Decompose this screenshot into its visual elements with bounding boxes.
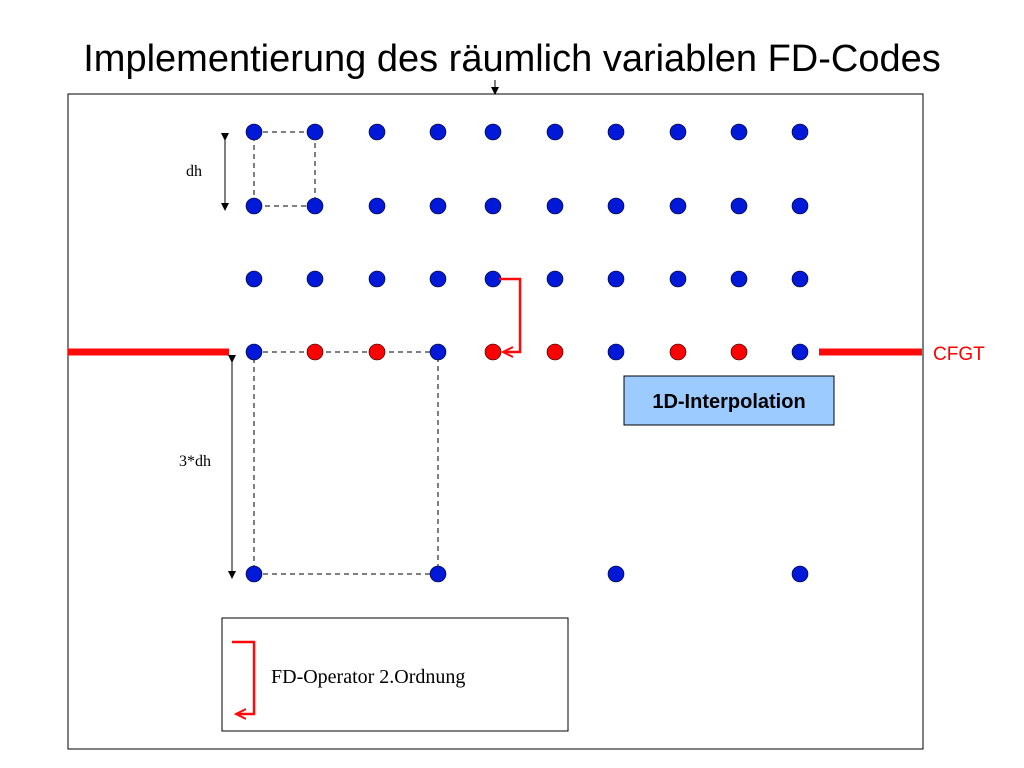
cfgt-label: CFGT xyxy=(933,344,985,365)
page-title: Implementierung des räumlich variablen F… xyxy=(83,38,941,80)
red-node-r4-c9 xyxy=(730,343,748,361)
blue-node-r1-c2 xyxy=(306,123,324,141)
blue-node-r2-c10 xyxy=(791,197,809,215)
red-node-r4-c6 xyxy=(546,343,564,361)
node-grid xyxy=(245,123,809,583)
fd-operator-arrow xyxy=(499,277,522,352)
blue-node-r5-c4 xyxy=(429,565,447,583)
blue-node-r1-c5 xyxy=(484,123,502,141)
blue-node-r3-c1 xyxy=(245,270,263,288)
dashed-cell-dh xyxy=(253,131,316,207)
blue-node-r1-c1 xyxy=(245,123,263,141)
blue-node-r1-c4 xyxy=(429,123,447,141)
blue-node-r2-c2 xyxy=(306,197,324,215)
legend-fd-operator-icon xyxy=(232,640,256,714)
blue-node-r3-c10 xyxy=(791,270,809,288)
blue-node-r4-c1 xyxy=(245,343,263,361)
blue-node-r2-c9 xyxy=(730,197,748,215)
red-node-r4-c8 xyxy=(669,343,687,361)
blue-node-r3-c2 xyxy=(306,270,324,288)
blue-node-r2-c8 xyxy=(669,197,687,215)
blue-node-r1-c6 xyxy=(546,123,564,141)
blue-node-r5-c1 xyxy=(245,565,263,583)
blue-node-r1-c8 xyxy=(669,123,687,141)
blue-node-r3-c4 xyxy=(429,270,447,288)
blue-node-r3-c5 xyxy=(484,270,502,288)
blue-node-r2-c5 xyxy=(484,197,502,215)
blue-node-r3-c3 xyxy=(368,270,386,288)
blue-node-r1-c7 xyxy=(607,123,625,141)
legend-label: FD-Operator 2.Ordnung xyxy=(271,666,465,688)
blue-node-r3-c9 xyxy=(730,270,748,288)
blue-node-r4-c7 xyxy=(607,343,625,361)
blue-node-r1-c9 xyxy=(730,123,748,141)
dashed-cell-3dh xyxy=(253,351,439,575)
red-node-r4-c5 xyxy=(484,343,502,361)
blue-node-r3-c7 xyxy=(607,270,625,288)
blue-node-r4-c10 xyxy=(791,343,809,361)
legend-box xyxy=(221,617,569,732)
blue-node-r1-c10 xyxy=(791,123,809,141)
blue-node-r5-c10 xyxy=(791,565,809,583)
blue-node-r2-c1 xyxy=(245,197,263,215)
red-node-r4-c3 xyxy=(368,343,386,361)
blue-node-r2-c3 xyxy=(368,197,386,215)
interpolation-label: 1D-Interpolation xyxy=(652,391,805,413)
dh-label: dh xyxy=(186,163,202,180)
blue-node-r1-c3 xyxy=(368,123,386,141)
blue-node-r2-c7 xyxy=(607,197,625,215)
red-node-r4-c2 xyxy=(306,343,324,361)
blue-node-r5-c7 xyxy=(607,565,625,583)
blue-node-r2-c4 xyxy=(429,197,447,215)
blue-node-r3-c6 xyxy=(546,270,564,288)
three-dh-label: 3*dh xyxy=(179,453,211,470)
blue-node-r3-c8 xyxy=(669,270,687,288)
blue-node-r4-c4 xyxy=(429,343,447,361)
interpolation-box xyxy=(623,375,835,426)
blue-node-r2-c6 xyxy=(546,197,564,215)
